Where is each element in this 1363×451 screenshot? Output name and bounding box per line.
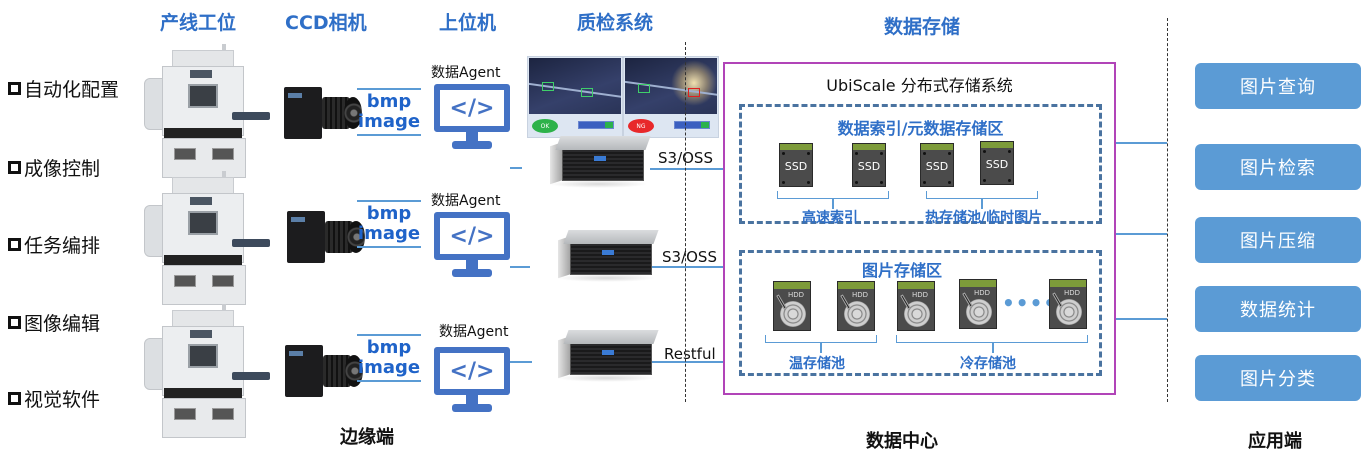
data-agent-monitor-icon: </>	[434, 212, 510, 278]
ssd-drive-icon: SSD	[779, 143, 813, 187]
app-button-image-compress[interactable]: 图片压缩	[1195, 217, 1361, 263]
checkbox-square-icon	[8, 316, 21, 329]
connector-line	[510, 167, 522, 169]
section-label-edge: 边缘端	[340, 427, 394, 448]
data-agent-monitor-icon: </>	[434, 84, 510, 150]
ccd-camera-image	[284, 87, 362, 143]
connector-line	[510, 361, 532, 363]
index-metadata-zone: 数据索引/元数据存储区 SSD SSD SSD SSD 高速索引 热存储池/临时…	[739, 104, 1102, 226]
qc-status-ng: NG	[628, 119, 654, 133]
agent-label: 数据Agent	[431, 193, 501, 209]
app-button-image-classify[interactable]: 图片分类	[1195, 355, 1361, 401]
hdd-drive-icon: HDD	[837, 281, 875, 331]
checkbox-square-icon	[8, 82, 21, 95]
code-icon: </>	[434, 84, 510, 132]
qc-server-image	[556, 330, 659, 382]
column-title-production-station: 产线工位	[160, 12, 237, 34]
code-icon: </>	[434, 347, 510, 395]
image-zone-title: 图片存储区	[862, 261, 943, 280]
connector-line	[1116, 318, 1167, 320]
group-brace	[896, 335, 1088, 343]
hdd-drive-icon: HDD	[773, 281, 811, 331]
production-machine-image	[140, 44, 270, 182]
feature-label: 自动化配置	[24, 79, 120, 101]
image-storage-zone: 图片存储区 HDD HDD HDD HDD •••••• HDD 温存储池 冷存…	[739, 250, 1102, 376]
feature-item: 成像控制	[8, 154, 100, 181]
group-label-cold-pool: 冷存储池	[960, 356, 1016, 372]
qc-server-image	[548, 136, 651, 188]
section-label-application: 应用端	[1248, 431, 1302, 451]
group-label-warm-pool: 温存储池	[789, 356, 845, 372]
ssd-drive-icon: SSD	[980, 141, 1014, 185]
checkbox-square-icon	[8, 238, 21, 251]
group-label-high-speed-index: 高速索引	[802, 210, 858, 226]
protocol-label: Restful	[664, 345, 716, 363]
code-icon: </>	[434, 212, 510, 260]
connector-line	[650, 168, 723, 170]
feature-item: 图像编辑	[8, 309, 100, 336]
ccd-camera-image	[285, 345, 363, 401]
connector-line	[510, 266, 530, 268]
agent-label: 数据Agent	[431, 65, 501, 81]
ssd-drive-icon: SSD	[852, 143, 886, 187]
connector-line	[1116, 233, 1167, 235]
transfer-label-bmp-image: bmp image	[357, 86, 421, 138]
checkbox-square-icon	[8, 392, 21, 405]
feature-label: 视觉软件	[24, 389, 101, 411]
ssd-drive-icon: SSD	[920, 143, 954, 187]
transfer-label-bmp-image: bmp image	[357, 198, 421, 250]
column-title-data-storage: 数据存储	[884, 16, 961, 38]
qc-server-image	[556, 230, 659, 282]
ccd-camera-image	[287, 211, 365, 267]
checkbox-square-icon	[8, 161, 21, 174]
production-machine-image	[140, 171, 270, 309]
qc-status-ok: OK	[532, 119, 558, 133]
feature-label: 图像编辑	[24, 313, 101, 335]
group-brace	[777, 191, 889, 199]
connector-line	[1116, 142, 1167, 144]
transfer-label-bmp-image: bmp image	[357, 332, 421, 384]
ubiscale-storage-system: UbiScale 分布式存储系统 数据索引/元数据存储区 SSD SSD SSD…	[723, 62, 1116, 395]
hdd-drive-icon: HDD	[897, 281, 935, 331]
qc-result-screenshot: OK	[527, 56, 623, 138]
feature-label: 成像控制	[24, 158, 101, 180]
datacenter-app-divider	[1167, 18, 1168, 402]
group-brace	[926, 191, 1038, 199]
feature-item: 任务编排	[8, 231, 100, 258]
connector-line	[652, 361, 723, 363]
column-title-ccd-camera: CCD相机	[285, 12, 367, 34]
edge-datacenter-divider	[685, 42, 686, 402]
app-button-image-search[interactable]: 图片检索	[1195, 144, 1361, 190]
feature-label: 任务编排	[24, 235, 101, 257]
section-label-datacenter: 数据中心	[866, 431, 938, 451]
production-machine-image	[140, 304, 270, 442]
connector-line	[652, 266, 723, 268]
data-agent-monitor-icon: </>	[434, 347, 510, 413]
group-brace	[765, 335, 877, 343]
hdd-drive-icon: HDD	[1049, 279, 1087, 329]
qc-result-screenshot: NG	[623, 56, 719, 138]
app-button-data-statistics[interactable]: 数据统计	[1195, 286, 1361, 332]
group-label-hot-pool: 热存储池/临时图片	[925, 210, 1043, 226]
index-zone-title: 数据索引/元数据存储区	[837, 119, 1004, 138]
agent-label: 数据Agent	[439, 324, 509, 340]
app-button-image-query[interactable]: 图片查询	[1195, 63, 1361, 109]
storage-system-title: UbiScale 分布式存储系统	[826, 76, 1013, 95]
feature-item: 视觉软件	[8, 385, 100, 412]
column-title-host-computer: 上位机	[439, 12, 497, 34]
feature-item: 自动化配置	[8, 75, 119, 102]
protocol-label: S3/OSS	[662, 248, 717, 266]
hdd-drive-icon: HDD	[959, 279, 997, 329]
column-title-qc-system: 质检系统	[577, 12, 654, 34]
